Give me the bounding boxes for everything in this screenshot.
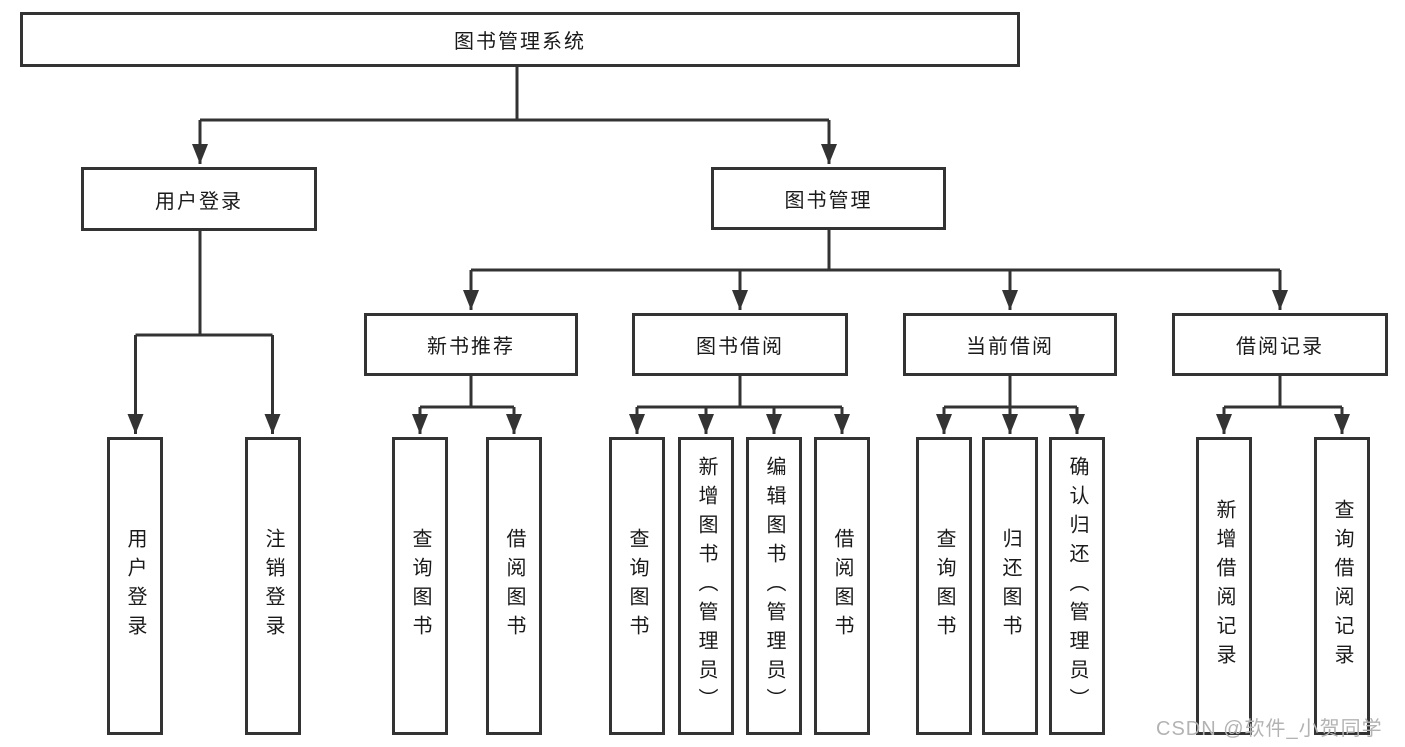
node-label: 图书借阅 (696, 336, 784, 358)
node-label: 当前借阅 (966, 336, 1054, 358)
node-label: 新书推荐 (427, 336, 515, 358)
node-label: 查询图书 (933, 528, 955, 644)
node-library-system: 图书管理系统 (20, 12, 1020, 67)
node-query-books-borrowing: 查询图书 (609, 437, 665, 735)
node-label: 借阅图书 (831, 528, 853, 644)
node-label: 借阅记录 (1236, 336, 1324, 358)
node-confirm-return-admin: 确认归还（管理员） (1049, 437, 1105, 735)
node-user-login-leaf: 用户登录 (107, 437, 163, 735)
node-borrow-books-recommend: 借阅图书 (486, 437, 542, 735)
node-new-book-recommendation: 新书推荐 (364, 313, 578, 376)
node-book-borrowing: 图书借阅 (632, 313, 848, 376)
node-label: 查询图书 (626, 528, 648, 644)
node-label: 借阅图书 (503, 528, 525, 644)
node-label: 确认归还（管理员） (1066, 455, 1088, 717)
node-add-borrow-record: 新增借阅记录 (1196, 437, 1252, 735)
node-label: 图书管理系统 (454, 31, 586, 53)
node-label: 用户登录 (124, 528, 146, 644)
node-label: 查询借阅记录 (1331, 499, 1353, 673)
node-current-borrowing: 当前借阅 (903, 313, 1117, 376)
node-borrow-books: 借阅图书 (814, 437, 870, 735)
node-label: 归还图书 (999, 528, 1021, 644)
node-book-management: 图书管理 (711, 167, 946, 230)
node-logout: 注销登录 (245, 437, 301, 735)
node-label: 图书管理 (784, 190, 873, 212)
node-return-books: 归还图书 (982, 437, 1038, 735)
node-query-borrow-record: 查询借阅记录 (1314, 437, 1370, 735)
node-add-books-admin: 新增图书（管理员） (678, 437, 734, 735)
node-label: 新增图书（管理员） (695, 455, 717, 717)
csdn-watermark: CSDN @软件_小贺同学 (1156, 718, 1383, 740)
node-label: 用户登录 (155, 190, 243, 213)
node-borrowing-records: 借阅记录 (1172, 313, 1388, 376)
node-label: 注销登录 (262, 528, 284, 644)
node-edit-books-admin: 编辑图书（管理员） (746, 437, 802, 735)
node-query-books-current: 查询图书 (916, 437, 972, 735)
node-label: 新增借阅记录 (1213, 499, 1235, 673)
node-label: 编辑图书（管理员） (763, 455, 785, 717)
node-query-books-recommend: 查询图书 (392, 437, 448, 735)
node-user-login: 用户登录 (81, 167, 317, 231)
node-label: 查询图书 (409, 528, 431, 644)
